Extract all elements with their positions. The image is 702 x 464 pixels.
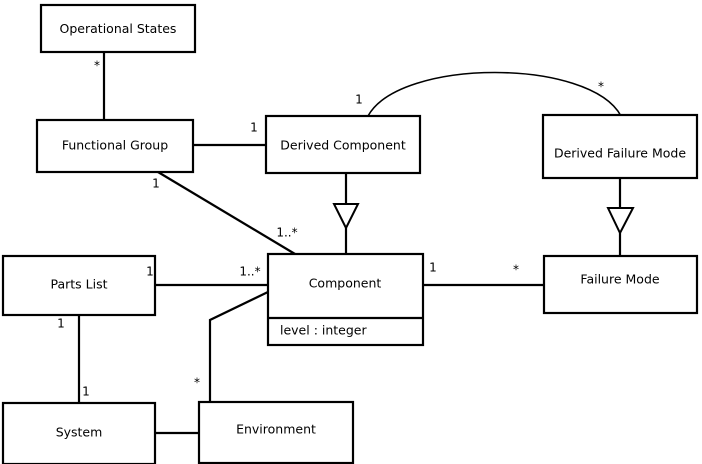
- class-name-system: System: [56, 425, 103, 440]
- class-attribute-level: level : integer: [280, 323, 367, 338]
- multiplicity-label: 1: [82, 385, 90, 399]
- association-layer: [77, 52, 622, 435]
- multiplicity-label: 1..*: [239, 265, 260, 279]
- association-functional-group-component[interactable]: [157, 171, 296, 255]
- class-box-rect: [266, 252, 425, 347]
- multiplicity-label: 1: [429, 261, 437, 275]
- class-name-parts-list: Parts List: [50, 277, 107, 292]
- class-box-operational-states[interactable]: Operational States: [39, 3, 197, 54]
- class-box-rect: [541, 113, 699, 180]
- class-name-derived-failure-mode: Derived Failure Mode: [554, 146, 686, 161]
- class-box-environment[interactable]: Environment: [197, 400, 355, 464]
- generalization-derived-component-to-component[interactable]: [332, 173, 360, 254]
- multiplicity-label: 1: [250, 121, 258, 135]
- class-name-derived-component: Derived Component: [280, 138, 406, 153]
- class-box-parts-list[interactable]: Parts List: [1, 254, 157, 317]
- multiplicity-layer: * 1 1 1..* 1 * 1 1..* 1 * 1 1 *: [57, 59, 604, 399]
- multiplicity-label: 1: [57, 317, 65, 331]
- class-name-failure-mode: Failure Mode: [580, 272, 659, 287]
- class-box-rect: [1, 401, 157, 464]
- multiplicity-label: *: [598, 80, 604, 94]
- class-box-component[interactable]: Component level : integer: [266, 252, 425, 347]
- association-environment-component[interactable]: [208, 290, 271, 402]
- class-name-environment: Environment: [236, 422, 316, 437]
- class-box-rect: [542, 254, 699, 315]
- multiplicity-label: *: [513, 263, 519, 277]
- class-box-functional-group[interactable]: Functional Group: [35, 118, 195, 174]
- class-layer: Operational States Functional Group Deri…: [1, 3, 699, 464]
- class-box-system[interactable]: System: [1, 401, 157, 464]
- generalization-triangle-icon: [332, 203, 360, 231]
- generalization-derived-failure-mode-to-failure-mode[interactable]: [606, 178, 635, 256]
- multiplicity-label: 1: [152, 177, 160, 191]
- class-box-derived-component[interactable]: Derived Component: [264, 114, 422, 175]
- class-name-operational-states: Operational States: [60, 21, 177, 36]
- multiplicity-label: *: [194, 376, 200, 390]
- multiplicity-label: 1: [355, 93, 363, 107]
- class-box-rect: [1, 254, 157, 317]
- generalization-triangle-icon: [606, 207, 635, 236]
- multiplicity-label: 1..*: [276, 226, 297, 240]
- class-box-derived-failure-mode[interactable]: Derived Failure Mode: [541, 113, 699, 180]
- class-name-functional-group: Functional Group: [62, 138, 168, 153]
- class-box-rect: [39, 3, 197, 54]
- class-box-rect: [35, 118, 195, 174]
- multiplicity-label: *: [94, 59, 100, 73]
- class-name-component: Component: [309, 276, 382, 291]
- generalization-layer: [332, 173, 635, 256]
- class-box-failure-mode[interactable]: Failure Mode: [542, 254, 699, 315]
- class-box-rect: [264, 114, 422, 175]
- association-derived-component-derived-failure-mode[interactable]: [367, 71, 622, 117]
- multiplicity-label: 1: [146, 265, 154, 279]
- class-box-rect: [197, 400, 355, 464]
